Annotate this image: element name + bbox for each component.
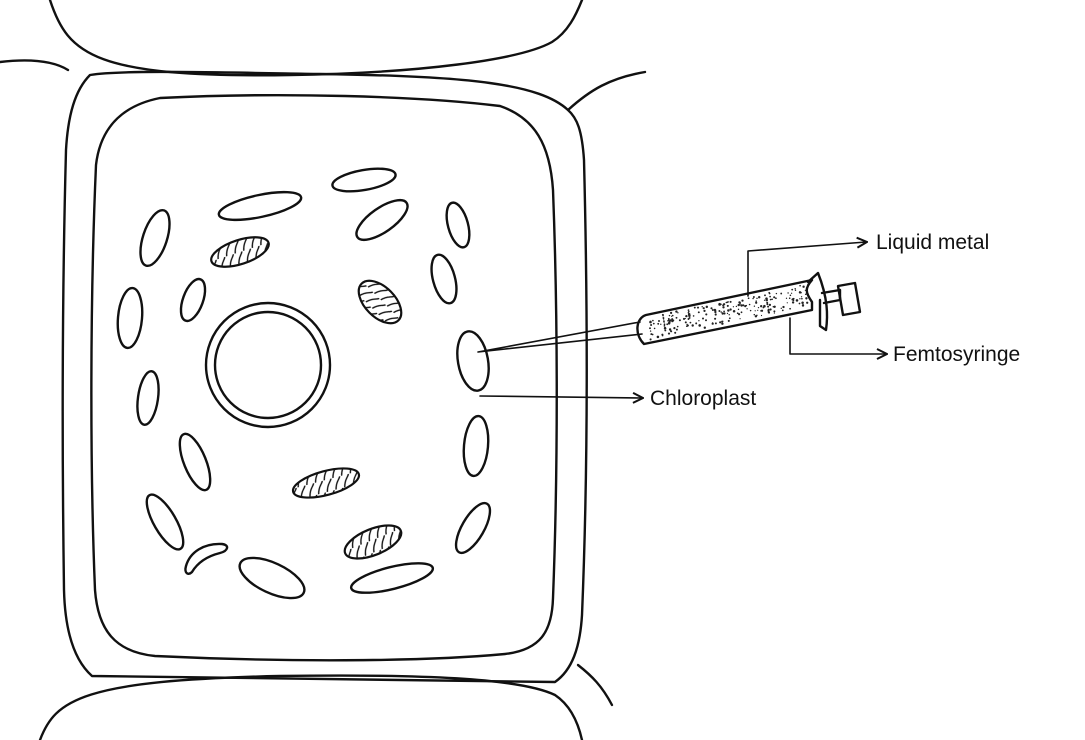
liquid-metal-fill <box>649 284 808 341</box>
chloroplast-body <box>174 430 217 494</box>
syringe-plunger-cap <box>838 283 860 315</box>
chloroplast-body <box>449 498 496 557</box>
chloroplast-body <box>461 415 490 477</box>
chloroplast-body <box>442 200 473 250</box>
chloroplast-body <box>135 207 176 270</box>
chloroplast-body <box>427 252 461 306</box>
neighbor-wall-top <box>50 0 582 75</box>
femtosyringe-callout: Femtosyringe <box>790 318 1020 366</box>
syringe-needle <box>478 322 642 352</box>
chloroplast-body <box>331 165 398 196</box>
chloroplasts <box>115 165 496 607</box>
chloroplast-label: Chloroplast <box>650 387 756 410</box>
cell-wall <box>63 72 587 682</box>
chloroplast-target <box>453 329 493 393</box>
femtosyringe-label: Femtosyringe <box>893 343 1020 366</box>
chloroplast-body <box>176 276 210 324</box>
chloroplast-callout: Chloroplast <box>480 387 756 410</box>
chloroplast-body <box>351 193 414 247</box>
neighbor-wall-bottom-right <box>578 665 612 705</box>
chloroplast-body <box>140 490 190 555</box>
chloroplast-body <box>349 557 436 599</box>
chloroplast-body <box>185 544 227 574</box>
neighbor-wall-bottom <box>40 676 582 740</box>
chloroplast-body <box>134 370 161 426</box>
liquid-metal-label: Liquid metal <box>876 231 989 254</box>
chloroplast-body <box>234 550 310 607</box>
mitochondrion <box>290 463 362 504</box>
nucleus-outer <box>206 303 330 427</box>
mitochondrion <box>340 519 405 566</box>
femtosyringe <box>478 273 860 352</box>
neighbor-cell-walls <box>0 0 645 740</box>
nucleus <box>206 303 330 427</box>
chloroplast-leader <box>480 396 642 398</box>
chloroplast-body <box>115 287 144 349</box>
neighbor-wall-top-left <box>0 60 68 70</box>
chloroplast-body <box>217 187 304 226</box>
femtosyringe-leader <box>790 318 886 354</box>
nucleus-inner <box>215 312 321 418</box>
mitochondrion <box>208 231 272 272</box>
mitochondrion <box>351 273 409 331</box>
neighbor-wall-top-right <box>568 72 645 110</box>
